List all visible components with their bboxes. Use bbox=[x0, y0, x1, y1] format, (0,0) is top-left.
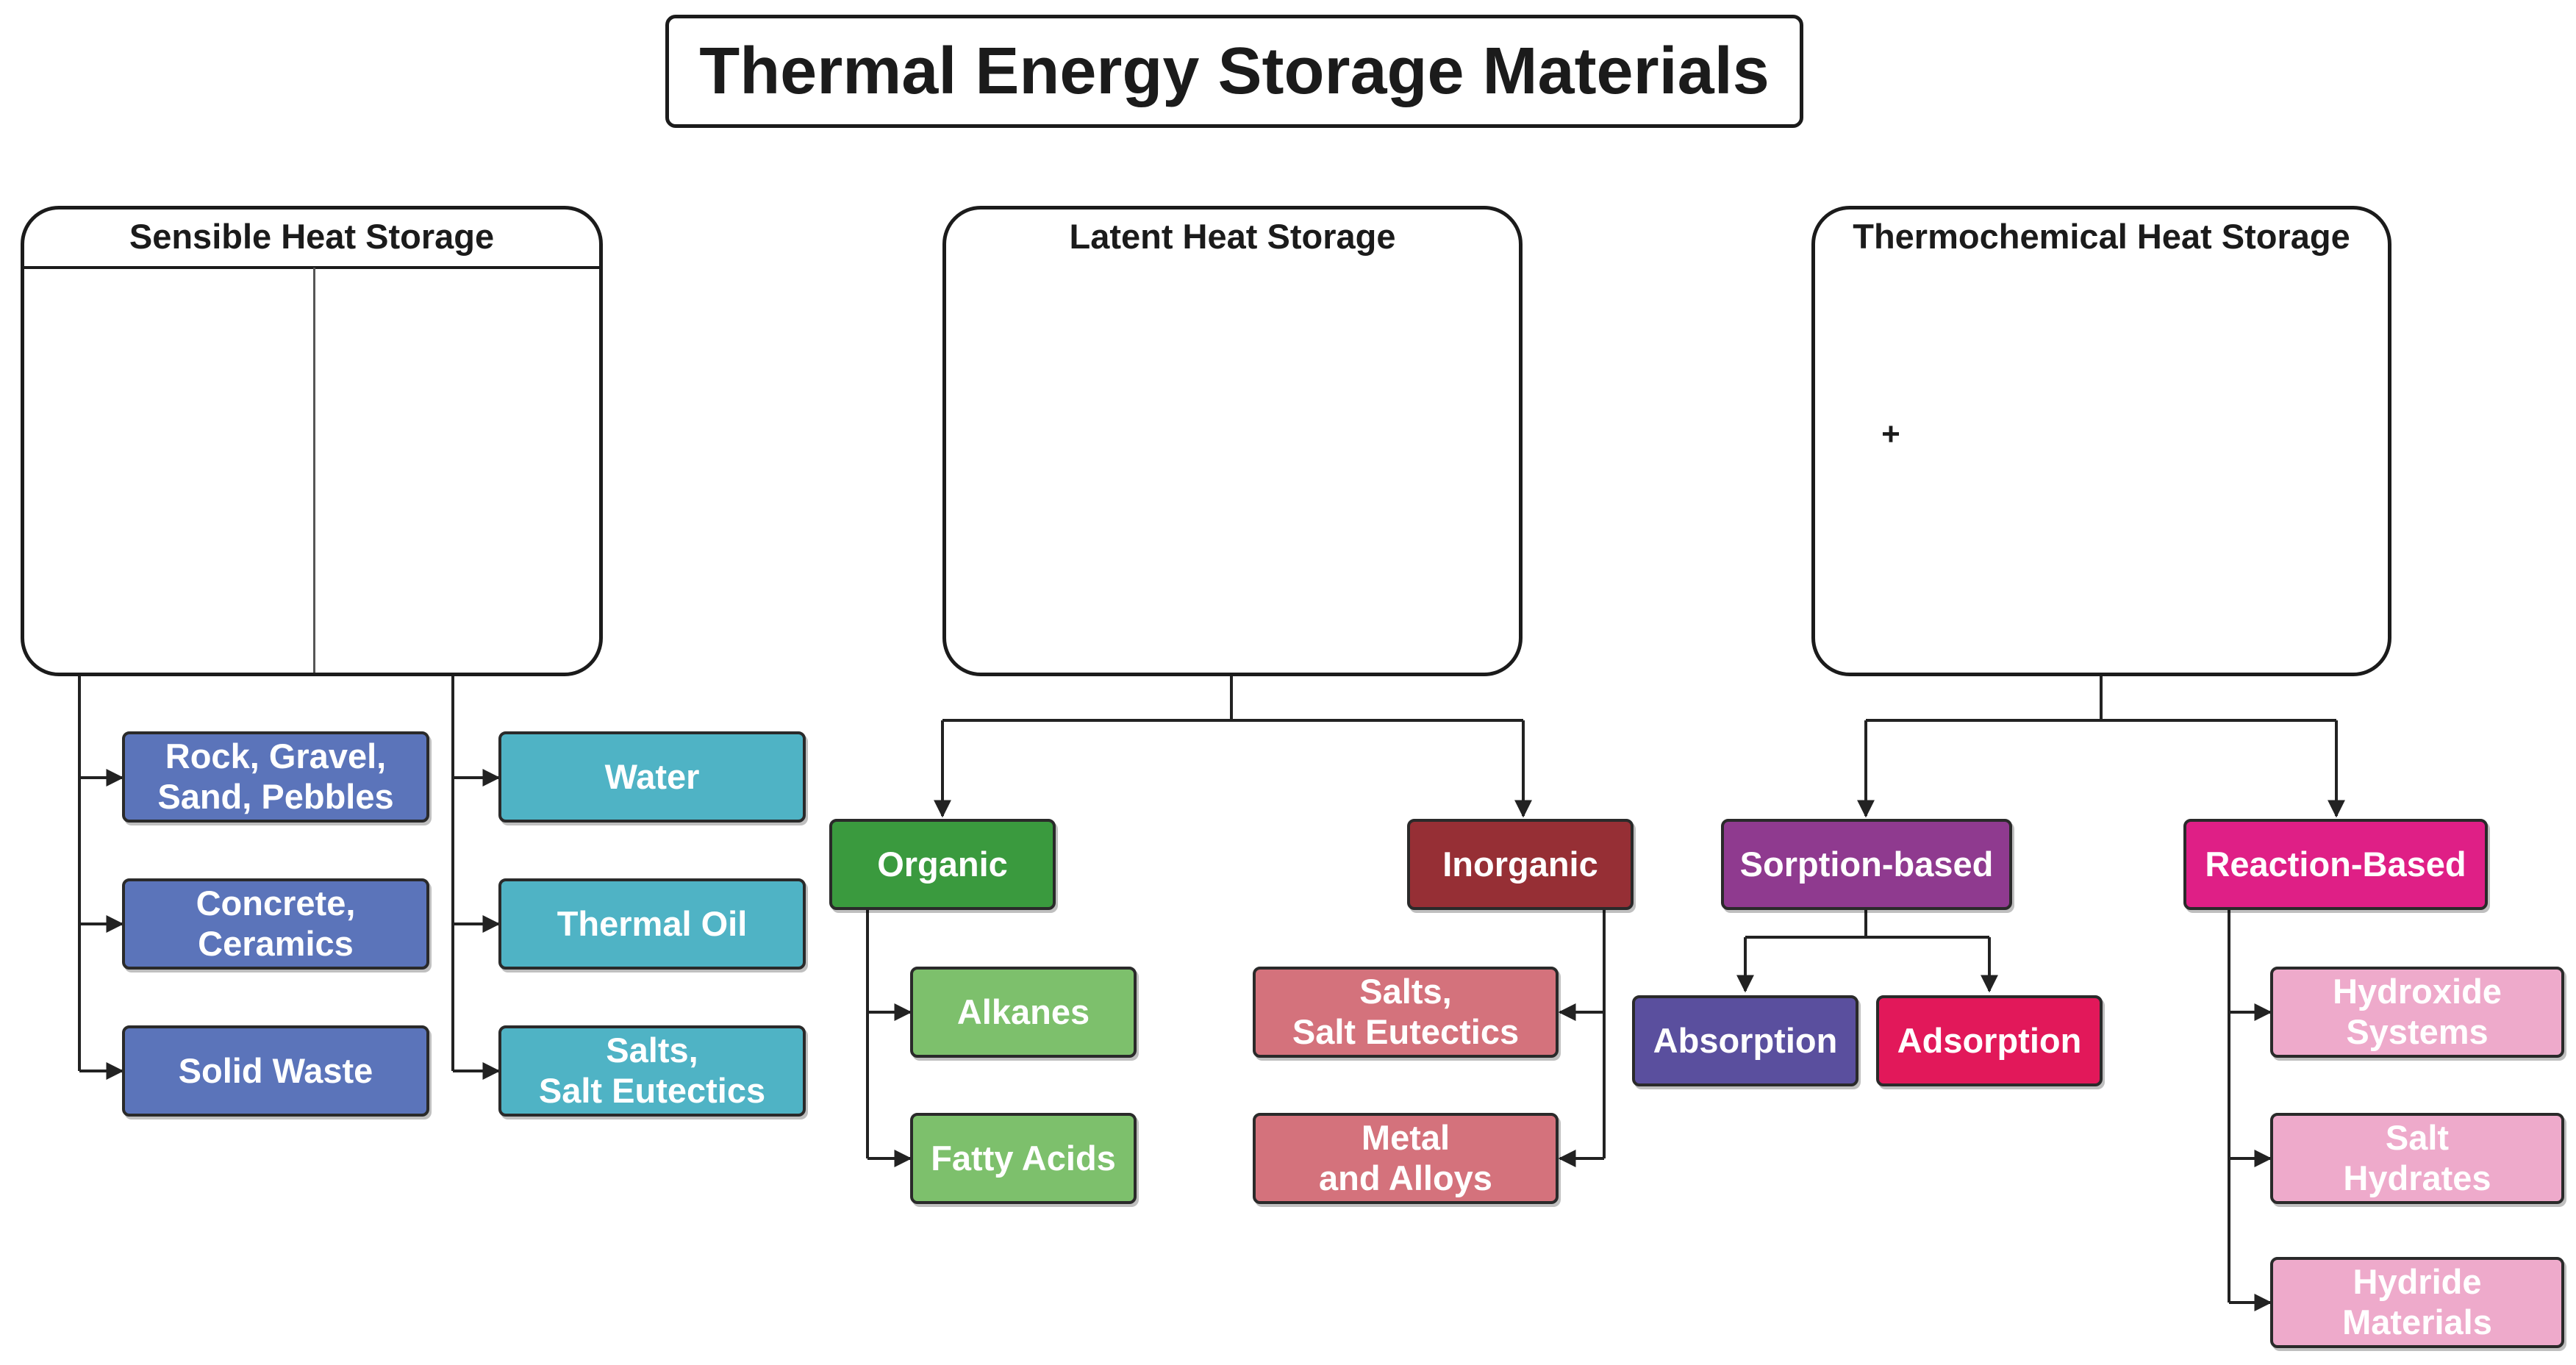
node-concrete-ceramics[interactable]: Concrete, Ceramics bbox=[122, 878, 429, 970]
node-reaction-based[interactable]: Reaction-Based bbox=[2183, 819, 2488, 910]
node-metal-alloys[interactable]: Metal and Alloys bbox=[1253, 1113, 1559, 1204]
node-rock-gravel[interactable]: Rock, Gravel, Sand, Pebbles bbox=[122, 731, 429, 823]
diagram-title: Thermal Energy Storage Materials bbox=[665, 15, 1803, 128]
node-sensible-salts[interactable]: Salts, Salt Eutectics bbox=[498, 1025, 806, 1117]
node-sorption-based[interactable]: Sorption-based bbox=[1721, 819, 2012, 910]
node-latent-salts[interactable]: Salts, Salt Eutectics bbox=[1253, 967, 1559, 1058]
node-inorganic[interactable]: Inorganic bbox=[1407, 819, 1634, 910]
sensible-panel-divider-h bbox=[24, 266, 599, 269]
node-alkanes[interactable]: Alkanes bbox=[910, 967, 1137, 1058]
sensible-panel-title: Sensible Heat Storage bbox=[129, 217, 495, 256]
latent-panel-title: Latent Heat Storage bbox=[1069, 217, 1396, 256]
thermochemical-wires bbox=[1736, 673, 2345, 1311]
node-solid-waste[interactable]: Solid Waste bbox=[122, 1025, 429, 1117]
thermochemical-panel bbox=[1811, 206, 2391, 676]
sensible-wires bbox=[78, 673, 501, 1080]
latent-panel bbox=[942, 206, 1523, 676]
latent-wires bbox=[866, 673, 1606, 1167]
node-adsorption[interactable]: Adsorption bbox=[1876, 995, 2103, 1086]
node-thermal-oil[interactable]: Thermal Oil bbox=[498, 878, 806, 970]
node-water[interactable]: Water bbox=[498, 731, 806, 823]
node-absorption[interactable]: Absorption bbox=[1632, 995, 1858, 1086]
node-organic[interactable]: Organic bbox=[829, 819, 1056, 910]
node-salt-hydrates[interactable]: Salt Hydrates bbox=[2270, 1113, 2564, 1204]
plus-sign: + bbox=[1881, 416, 1900, 452]
node-hydroxide-systems[interactable]: Hydroxide Systems bbox=[2270, 967, 2564, 1058]
thermochemical-panel-title: Thermochemical Heat Storage bbox=[1853, 217, 2350, 256]
node-hydride-materials[interactable]: Hydride Materials bbox=[2270, 1257, 2564, 1348]
sensible-panel bbox=[21, 206, 603, 676]
node-fatty-acids[interactable]: Fatty Acids bbox=[910, 1113, 1137, 1204]
sensible-panel-divider-v bbox=[313, 268, 315, 673]
